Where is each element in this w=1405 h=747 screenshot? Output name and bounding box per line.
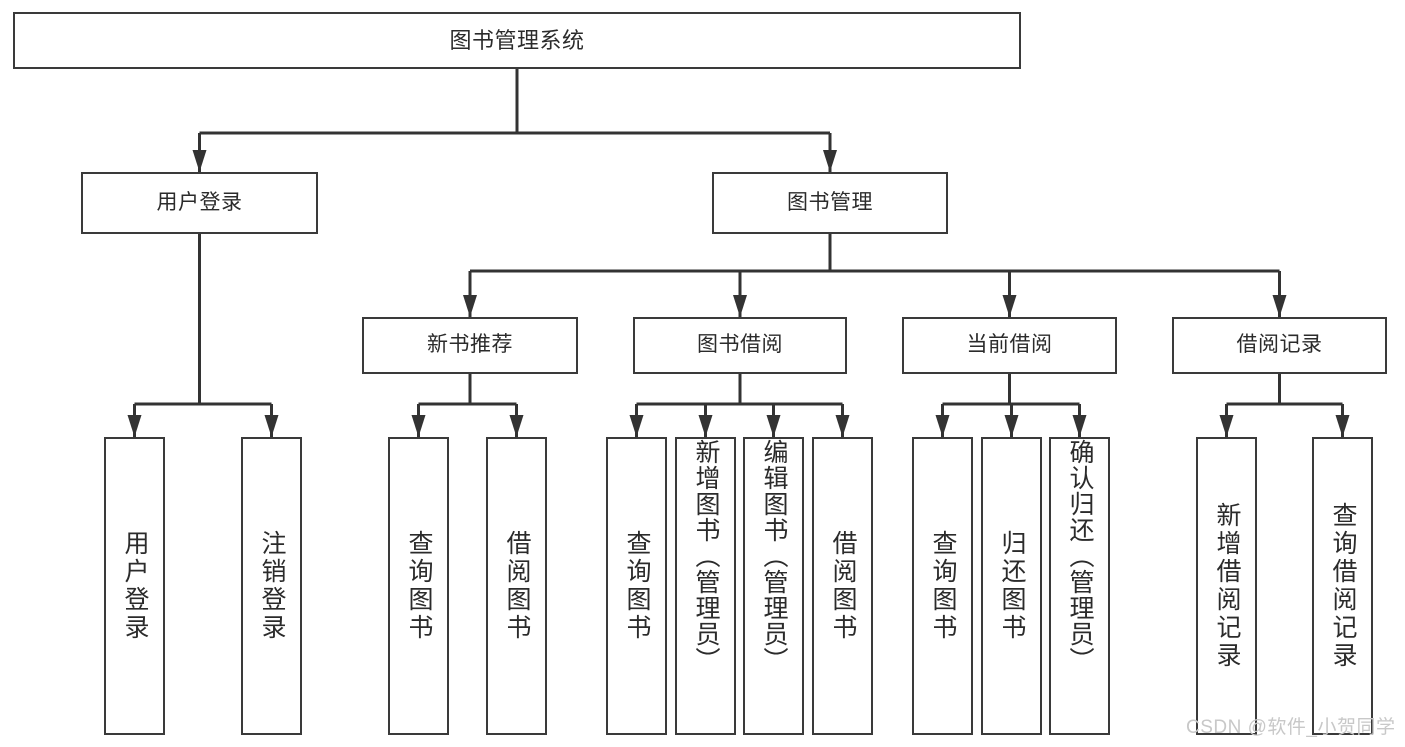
connector-arrowhead: [127, 415, 142, 437]
node-label: 查询借阅记录: [1329, 502, 1357, 670]
connector-arrowhead: [1272, 295, 1287, 317]
node-label-wrap: 注销登录: [243, 439, 300, 733]
node-label-wrap: 图书管理: [787, 190, 873, 215]
node-label: 注销登录: [258, 530, 286, 642]
connector-arrowhead: [1072, 415, 1087, 437]
connector-arrowhead: [1004, 415, 1019, 437]
connector-arrowhead: [935, 415, 950, 437]
node-leaf-user-login[interactable]: 用户登录: [104, 437, 165, 735]
node-leaf-nb-query[interactable]: 查询图书: [388, 437, 449, 735]
node-newbook[interactable]: 新书推荐: [362, 317, 578, 374]
connector-arrowhead: [698, 415, 713, 437]
node-label: 查询图书: [929, 530, 957, 642]
node-label: 用户登录: [121, 530, 149, 642]
node-label-wrap: 新增图书（管理员）: [677, 439, 734, 733]
connector-arrowhead: [629, 415, 644, 437]
node-root[interactable]: 图书管理系统: [13, 12, 1021, 69]
connector-arrowhead: [411, 415, 426, 437]
node-label-wrap: 借阅图书: [488, 439, 545, 733]
node-label-wrap: 查询图书: [914, 439, 971, 733]
node-label-wrap: 查询图书: [390, 439, 447, 733]
node-label-wrap: 新增借阅记录: [1198, 439, 1255, 733]
node-label-wrap: 图书借阅: [697, 333, 783, 357]
node-label: 图书管理: [787, 190, 873, 214]
node-label: 新增借阅记录: [1213, 502, 1241, 670]
node-label-wrap: 用户登录: [106, 439, 163, 733]
node-bookmgmt[interactable]: 图书管理: [712, 172, 948, 234]
node-label-wrap: 查询图书: [608, 439, 665, 733]
node-label-wrap: 用户登录: [156, 190, 243, 215]
connector-arrowhead: [835, 415, 850, 437]
csdn-watermark: CSDN @软件_小贺同学: [1186, 717, 1396, 738]
node-borrow[interactable]: 图书借阅: [633, 317, 847, 374]
connector-arrowhead: [733, 295, 747, 317]
node-label: 查询图书: [405, 530, 433, 642]
node-label-wrap: 归还图书: [983, 439, 1040, 733]
node-label-wrap: 当前借阅: [966, 333, 1053, 357]
node-label-wrap: 新书推荐: [427, 333, 513, 357]
connector-arrowhead: [1335, 415, 1350, 437]
connector-arrowhead: [509, 415, 524, 437]
node-leaf-rec-add[interactable]: 新增借阅记录: [1196, 437, 1257, 735]
node-label-wrap: 编辑图书（管理员）: [745, 439, 802, 733]
connector-arrowhead: [264, 415, 279, 437]
connector-arrowhead: [463, 295, 477, 317]
node-current[interactable]: 当前借阅: [902, 317, 1117, 374]
node-label: 借阅图书: [829, 530, 857, 642]
node-label: 借阅记录: [1236, 333, 1323, 357]
node-label: 查询图书: [623, 530, 651, 642]
node-label: 确认归还（管理员）: [1066, 439, 1094, 673]
node-label: 当前借阅: [966, 333, 1053, 357]
node-leaf-cur-query[interactable]: 查询图书: [912, 437, 973, 735]
node-login[interactable]: 用户登录: [81, 172, 318, 234]
node-label-wrap: 借阅图书: [814, 439, 871, 733]
node-label: 借阅图书: [503, 530, 531, 642]
node-label: 图书借阅: [697, 333, 783, 357]
node-label: 图书管理系统: [449, 27, 585, 53]
node-leaf-cur-confirm[interactable]: 确认归还（管理员）: [1049, 437, 1110, 735]
node-leaf-bw-edit[interactable]: 编辑图书（管理员）: [743, 437, 804, 735]
node-label: 归还图书: [998, 530, 1026, 642]
node-label: 新书推荐: [427, 333, 513, 357]
connector-arrowhead: [823, 150, 837, 172]
node-label: 编辑图书（管理员）: [760, 439, 788, 673]
node-leaf-bw-query[interactable]: 查询图书: [606, 437, 667, 735]
node-label-wrap: 图书管理系统: [449, 27, 585, 53]
node-label: 新增图书（管理员）: [692, 439, 720, 673]
node-leaf-bw-add[interactable]: 新增图书（管理员）: [675, 437, 736, 735]
node-leaf-cur-return[interactable]: 归还图书: [981, 437, 1042, 735]
node-leaf-rec-query[interactable]: 查询借阅记录: [1312, 437, 1373, 735]
node-label: 用户登录: [156, 190, 243, 214]
node-leaf-bw-borrow[interactable]: 借阅图书: [812, 437, 873, 735]
connector-arrowhead: [1002, 295, 1017, 317]
connector-arrowhead: [1219, 415, 1234, 437]
node-label-wrap: 借阅记录: [1236, 333, 1323, 357]
connector-arrowhead: [192, 150, 207, 172]
node-leaf-nb-borrow[interactable]: 借阅图书: [486, 437, 547, 735]
node-label-wrap: 确认归还（管理员）: [1051, 439, 1108, 733]
node-record[interactable]: 借阅记录: [1172, 317, 1387, 374]
node-leaf-logout[interactable]: 注销登录: [241, 437, 302, 735]
connector-arrowhead: [766, 415, 781, 437]
node-label-wrap: 查询借阅记录: [1314, 439, 1371, 733]
